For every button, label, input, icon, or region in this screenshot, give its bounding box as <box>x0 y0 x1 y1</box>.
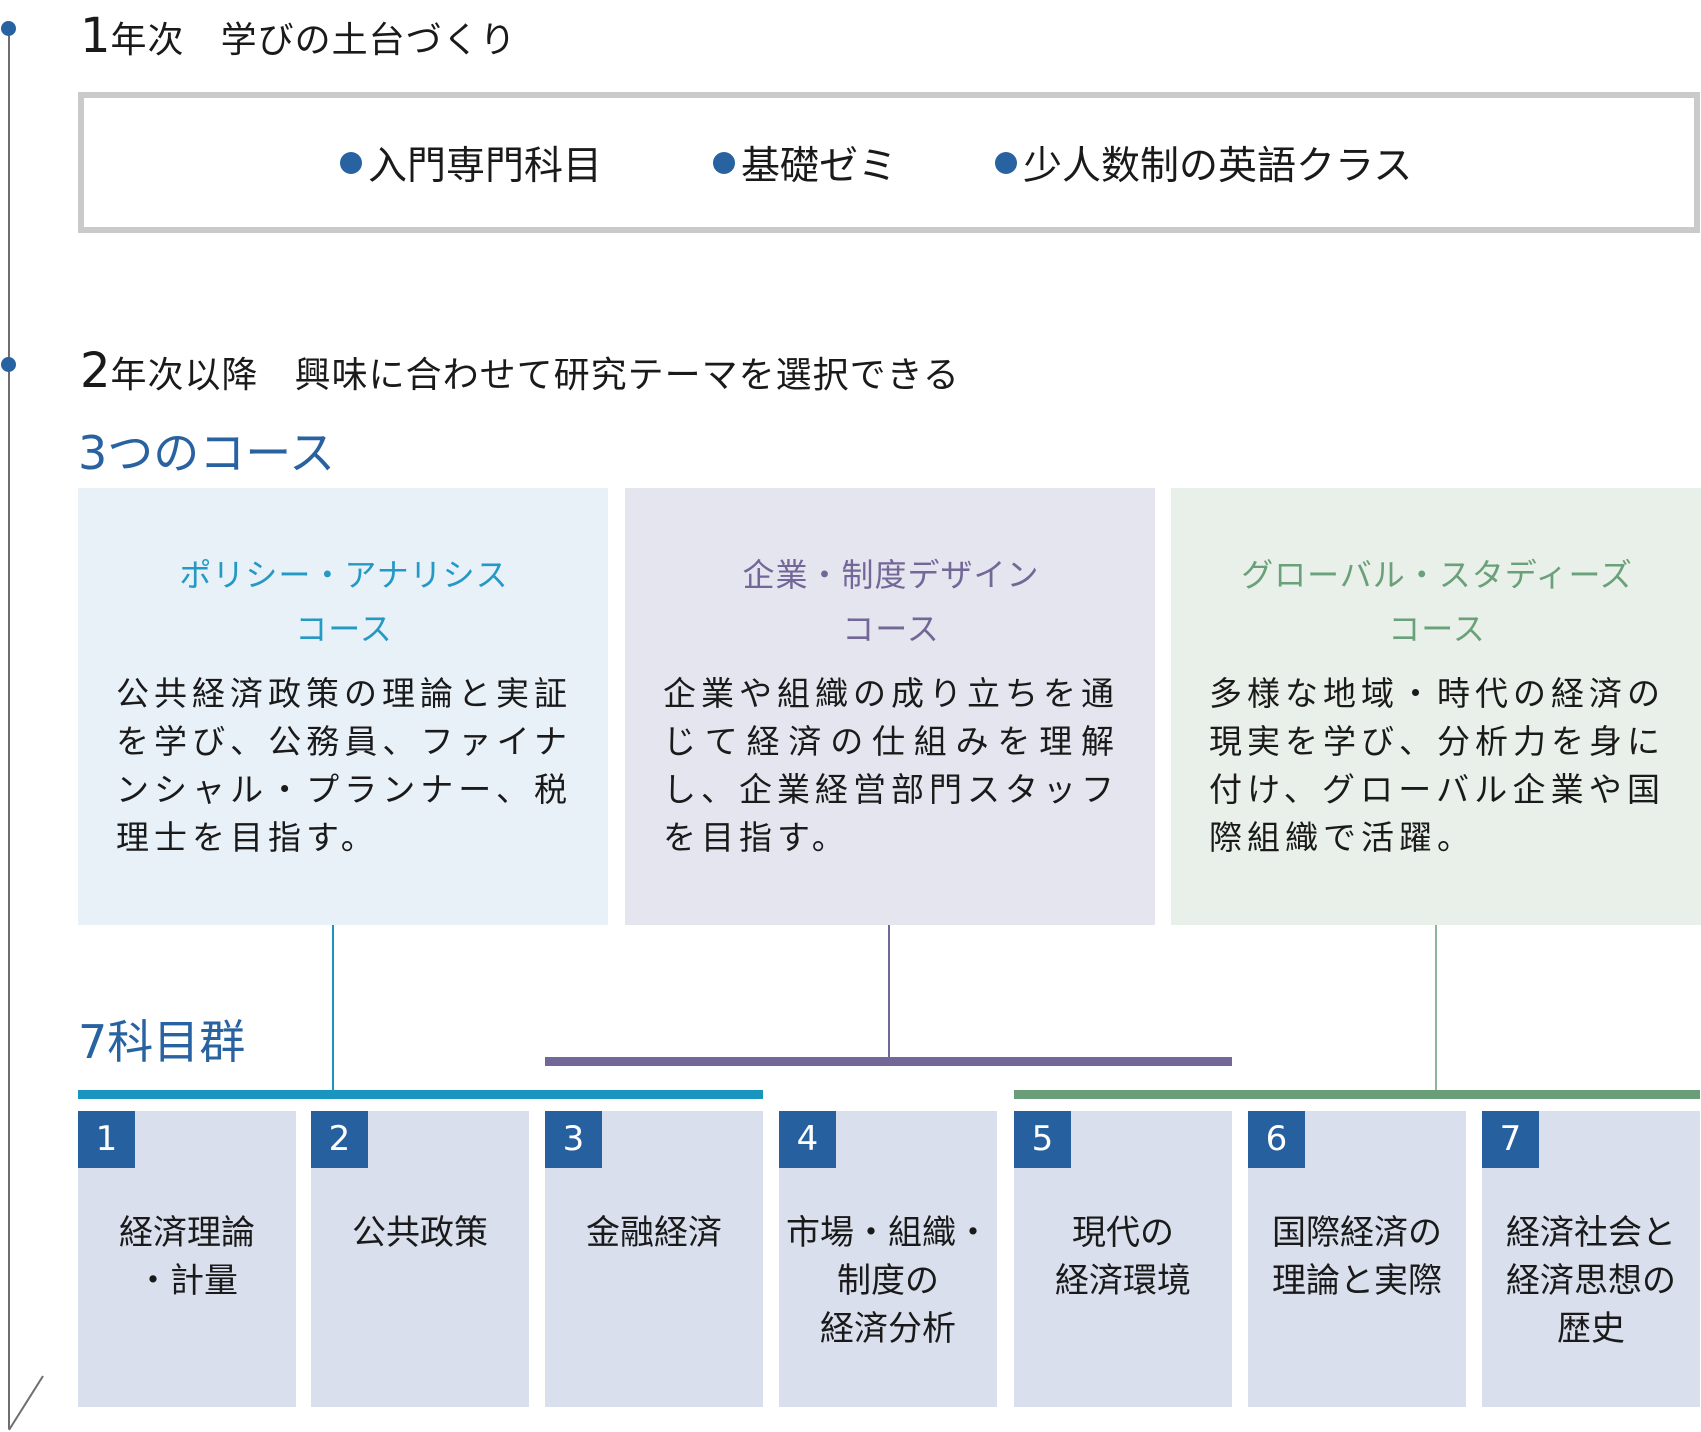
connector-policy-vertical <box>332 925 334 1091</box>
course-title-line1: グローバル・スタディーズ <box>1241 556 1633 594</box>
courses-section-label: 3つのコース <box>78 426 335 480</box>
year1-title: 学びの土台づくり <box>220 20 517 61</box>
subject-label: 経済社会と 経済思想の 歴史 <box>1506 1213 1676 1349</box>
subject-group-6[interactable]: 6 国際経済の 理論と実際 <box>1248 1111 1466 1407</box>
subject-label: 経済理論 ・計量 <box>119 1213 255 1301</box>
subject-number-badge: 2 <box>311 1111 368 1168</box>
course-title: 企業・制度デザイン コース <box>663 548 1119 656</box>
course-title-line2: コース <box>1388 610 1486 648</box>
connector-global-vertical <box>1435 925 1437 1091</box>
subject-label: 公共政策 <box>352 1213 488 1253</box>
subject-label: 現代の 経済環境 <box>1055 1213 1191 1301</box>
subject-group-4[interactable]: 4 市場・組織・ 制度の 経済分析 <box>779 1111 997 1407</box>
year1-item-intro-courses: 入門専門科目 <box>340 98 602 227</box>
bullet-icon <box>340 151 362 174</box>
year2-number: 2 <box>80 343 111 399</box>
course-title: ポリシー・アナリシス コース <box>116 548 572 656</box>
course-title-line2: コース <box>295 610 393 648</box>
course-title-line2: コース <box>842 610 940 648</box>
year1-item-english-class: 少人数制の英語クラス <box>995 98 1412 227</box>
subject-label: 市場・組織・ 制度の 経済分析 <box>786 1213 990 1349</box>
subject-number-badge: 4 <box>779 1111 836 1168</box>
connector-design-vertical <box>888 925 890 1058</box>
course-description: 企業や組織の成り立ちを通じて経済の仕組みを理解し、企業経営部門スタッフを目指す。 <box>663 674 1119 857</box>
course-title-line1: 企業・制度デザイン <box>742 556 1040 594</box>
year2-title: 興味に合わせて研究テーマを選択できる <box>294 355 960 396</box>
subject-group-5[interactable]: 5 現代の 経済環境 <box>1014 1111 1232 1407</box>
year1-foundation-box: 入門専門科目 基礎ゼミ 少人数制の英語クラス <box>78 92 1700 233</box>
connector-global-bar <box>1014 1090 1700 1099</box>
course-card-corporate-design[interactable]: 企業・制度デザイン コース 企業や組織の成り立ちを通じて経済の仕組みを理解し、企… <box>625 488 1155 925</box>
subject-number-badge: 3 <box>545 1111 602 1168</box>
subject-number-badge: 6 <box>1248 1111 1305 1168</box>
bullet-icon <box>713 151 735 174</box>
timeline-dot-year1 <box>1 21 16 36</box>
subject-number-badge: 7 <box>1482 1111 1539 1168</box>
bullet-icon <box>995 151 1017 174</box>
course-card-policy-analysis[interactable]: ポリシー・アナリシス コース 公共経済政策の理論と実証を学び、公務員、ファイナン… <box>78 488 608 925</box>
subject-number-badge: 5 <box>1014 1111 1071 1168</box>
course-description: 多様な地域・時代の経済の現実を学び、分析力を身に付け、グローバル企業や国際組織で… <box>1209 674 1665 857</box>
timeline-dot-year2 <box>1 357 16 372</box>
subject-label: 国際経済の 理論と実際 <box>1272 1213 1442 1301</box>
subject-group-7[interactable]: 7 経済社会と 経済思想の 歴史 <box>1482 1111 1700 1407</box>
year1-item-label: 基礎ゼミ <box>741 143 898 189</box>
course-card-global-studies[interactable]: グローバル・スタディーズ コース 多様な地域・時代の経済の現実を学び、分析力を身… <box>1171 488 1701 925</box>
timeline-line <box>8 28 10 1429</box>
timeline-end-slash <box>8 1375 44 1431</box>
connector-design-bar <box>545 1057 1232 1066</box>
year2-suffix: 年次以降 <box>110 355 259 396</box>
subject-group-3[interactable]: 3 金融経済 <box>545 1111 763 1407</box>
course-description: 公共経済政策の理論と実証を学び、公務員、ファイナンシャル・プランナー、税理士を目… <box>116 674 572 857</box>
subject-label: 金融経済 <box>586 1213 722 1253</box>
subjects-section-label: 7科目群 <box>78 1015 246 1069</box>
year1-suffix: 年次 <box>110 20 185 61</box>
year1-number: 1 <box>80 8 111 64</box>
year1-item-label: 少人数制の英語クラス <box>1023 143 1413 189</box>
subject-group-2[interactable]: 2 公共政策 <box>311 1111 529 1407</box>
year2-heading: 2年次以降興味に合わせて研究テーマを選択できる <box>80 347 960 395</box>
course-title: グローバル・スタディーズ コース <box>1209 548 1665 656</box>
year1-item-basic-seminar: 基礎ゼミ <box>713 98 897 227</box>
course-title-line1: ポリシー・アナリシス <box>179 556 509 594</box>
year1-heading: 1年次学びの土台づくり <box>80 12 517 60</box>
subject-number-badge: 1 <box>78 1111 135 1168</box>
year1-item-label: 入門専門科目 <box>368 143 603 189</box>
subject-group-1[interactable]: 1 経済理論 ・計量 <box>78 1111 296 1407</box>
connector-policy-bar <box>78 1090 763 1099</box>
